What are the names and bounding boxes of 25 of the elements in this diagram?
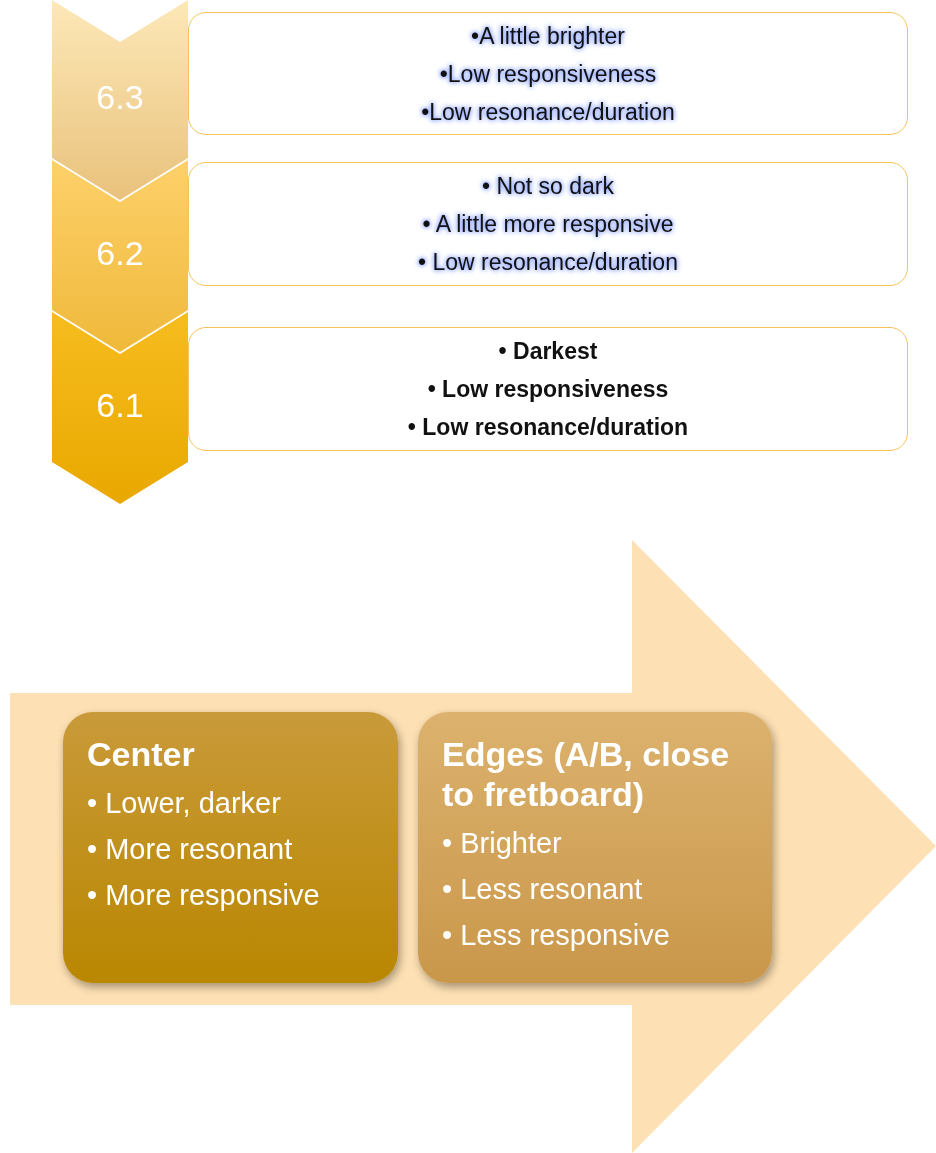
text-box	[188, 12, 908, 135]
card-heading: Edges (A/B, close to fretboard)	[442, 734, 731, 814]
bullet-item: • Low responsiveness	[427, 375, 669, 404]
bullet-item: • A little more responsive	[422, 210, 674, 239]
card-heading: Center	[87, 734, 196, 774]
card	[418, 712, 772, 983]
bullet-item: •Low responsiveness	[439, 59, 657, 89]
bullet-item: • Low resonance/duration	[418, 248, 678, 277]
bullet-item: • More resonant	[87, 832, 294, 867]
bullet-item: •A little brighter	[471, 21, 625, 51]
text-box	[188, 162, 908, 286]
card	[63, 712, 398, 983]
bullet-item: • More responsive	[87, 878, 321, 913]
text-box	[188, 327, 908, 451]
step-number: 6.2	[95, 234, 145, 273]
step-number: 6.1	[95, 386, 145, 425]
bullet-item: • Not so dark	[481, 172, 615, 201]
bullet-item: • Less resonant	[442, 872, 644, 907]
bullet-item: • Darkest	[498, 337, 598, 366]
bullet-item: • Low resonance/duration	[407, 413, 689, 442]
bullet-item: • Brighter	[442, 826, 563, 861]
bullet-item: • Less responsive	[442, 918, 671, 953]
bullet-item: •Low resonance/duration	[421, 97, 675, 127]
step-number: 6.3	[95, 78, 145, 117]
bullet-item: • Lower, darker	[87, 786, 282, 821]
